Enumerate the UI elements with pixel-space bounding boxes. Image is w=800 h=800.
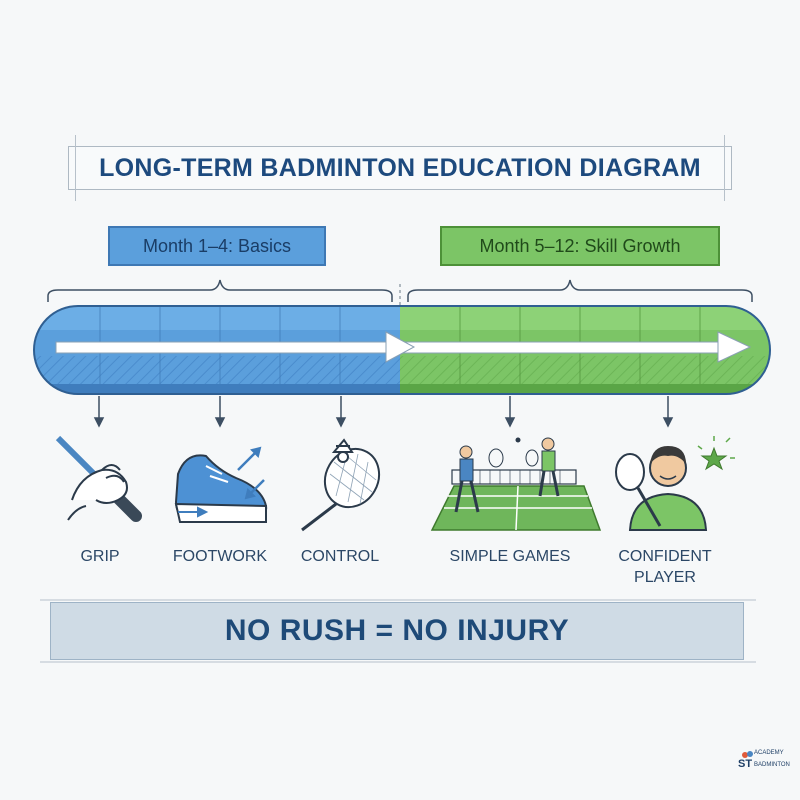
motto-banner: NO RUSH = NO INJURY <box>50 602 744 660</box>
badminton-court-icon <box>430 437 602 531</box>
shuttlecock-racket-icon <box>301 438 381 532</box>
logo-st: ST <box>738 758 753 770</box>
phase-basics: Month 1–4: Basics <box>108 226 326 266</box>
phase-basics-label: Month 1–4: Basics <box>142 235 292 256</box>
diagram-title: LONG-TERM BADMINTON EDUCATION DIAGRAM <box>99 153 701 182</box>
step-pointers <box>93 396 674 428</box>
step-label-confident-player: CONFIDENT PLAYER <box>600 546 730 588</box>
brace-basics <box>47 279 393 302</box>
step-label-confident: CONFIDENT <box>618 548 712 565</box>
title-box: LONG-TERM BADMINTON EDUCATION DIAGRAM <box>68 135 732 201</box>
grip-hand-icon <box>55 435 142 522</box>
logo-badminton: BADMINTON <box>754 762 790 768</box>
progress-arrow <box>55 331 752 363</box>
player-star-icon <box>615 436 735 531</box>
brace-skill-growth <box>407 279 753 302</box>
shoe-icon <box>174 446 268 523</box>
step-label-grip: GRIP <box>80 548 120 565</box>
step-label-player: PLAYER <box>634 569 696 586</box>
step-label-simple-games: SIMPLE GAMES <box>449 548 571 565</box>
phase-skill-growth: Month 5–12: Skill Growth <box>440 226 720 266</box>
logo-mark-icon <box>742 751 753 758</box>
step-label-footwork: FOOTWORK <box>172 548 268 565</box>
motto-frame <box>40 599 756 663</box>
motto-text: NO RUSH = NO INJURY <box>224 614 570 647</box>
academy-logo: ACADEMY ST BADMINTON <box>732 748 792 788</box>
logo-academy: ACADEMY <box>754 750 784 756</box>
step-label-control: CONTROL <box>300 548 380 565</box>
phase-skill-growth-label: Month 5–12: Skill Growth <box>479 235 681 256</box>
